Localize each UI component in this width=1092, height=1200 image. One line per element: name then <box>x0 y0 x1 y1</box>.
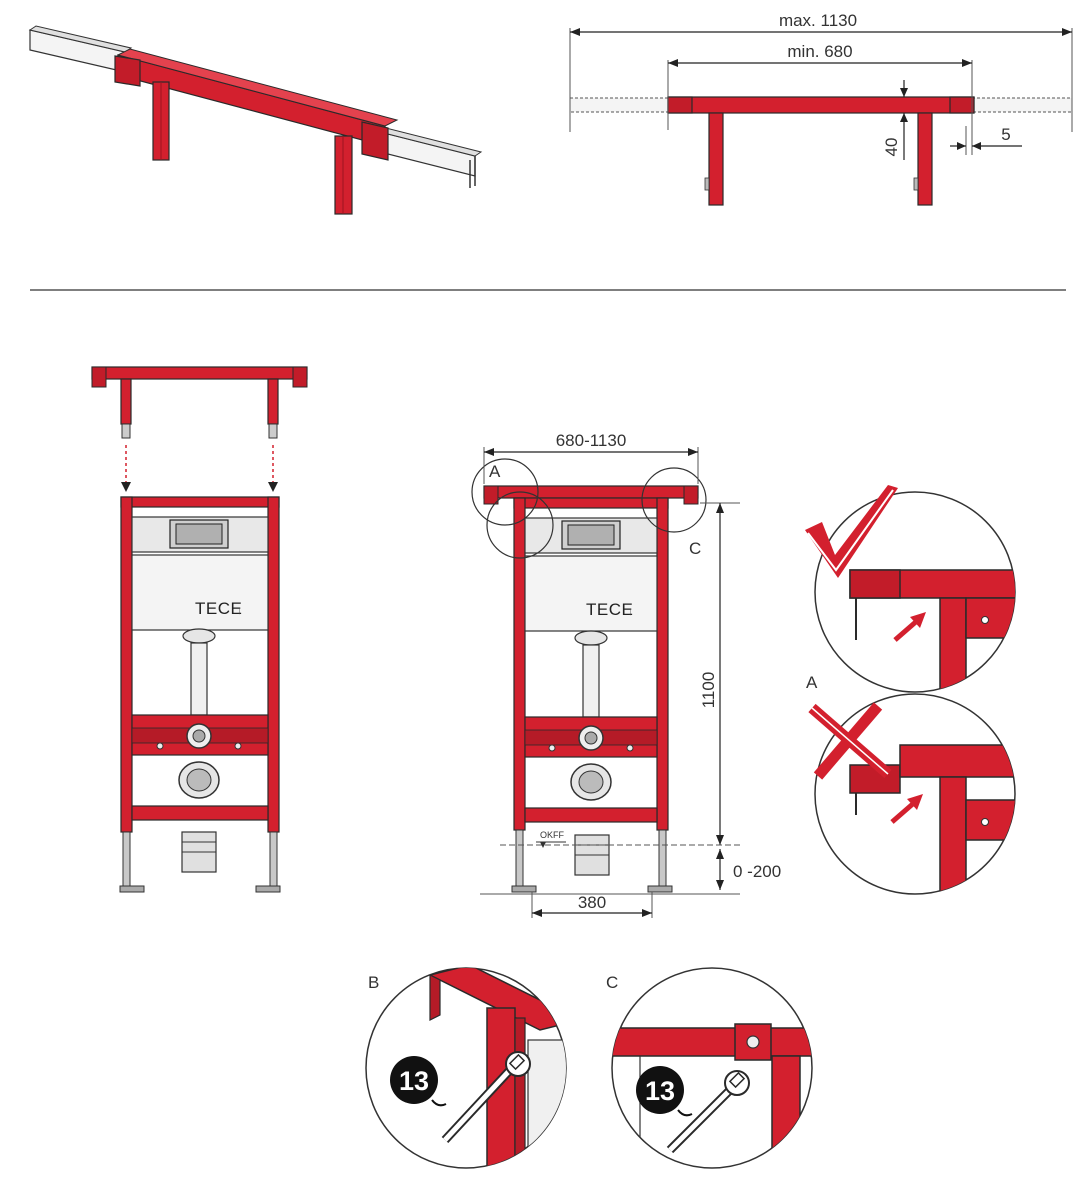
detail-c-wrench-size: 13 <box>645 1076 675 1106</box>
max-width-label: max. 1130 <box>779 11 857 30</box>
offset-5-label: 5 <box>1001 125 1010 144</box>
height-40-label: 40 <box>882 138 901 157</box>
detail-c-label: C <box>606 973 618 992</box>
cross-icon <box>808 702 892 780</box>
brand-mark-icon: ↓ <box>237 606 242 616</box>
center-frame-brand: TECE <box>586 600 633 619</box>
left-frame-brand: TECE <box>195 599 242 618</box>
frame-left-assembly: TECE ↓ <box>91 366 308 893</box>
checkmark-icon <box>805 485 898 578</box>
width-range-label: 680-1130 <box>556 431 627 450</box>
brand-mark-icon: ↓ <box>628 607 633 617</box>
callout-a-label: A <box>489 462 501 481</box>
okff-label: OKFF <box>540 830 565 840</box>
wrench-size-badge <box>390 1056 438 1104</box>
detail-a-label: A <box>806 673 818 692</box>
foot-spacing-label: 380 <box>578 893 606 912</box>
detail-a-correct <box>805 485 1016 693</box>
crossbar-perspective-view <box>28 25 483 215</box>
callout-c-label: C <box>689 539 701 558</box>
min-width-label: min. 680 <box>787 42 852 61</box>
frame-center-assembly: TECE ↓ A C 680-1130 <box>471 431 781 918</box>
crossbar-dimension-view: max. 1130 min. 680 40 5 <box>569 11 1073 206</box>
adjust-range-label: 0 -200 <box>733 862 781 881</box>
detail-b-view: 13 <box>365 967 567 1169</box>
detail-c-view: 13 <box>611 967 813 1169</box>
height-1100-label: 1100 <box>699 672 718 709</box>
detail-b-label: B <box>368 973 379 992</box>
wrench-size-badge <box>636 1066 684 1114</box>
detail-b-wrench-size: 13 <box>399 1066 429 1096</box>
detail-a-wrong <box>808 693 1016 895</box>
